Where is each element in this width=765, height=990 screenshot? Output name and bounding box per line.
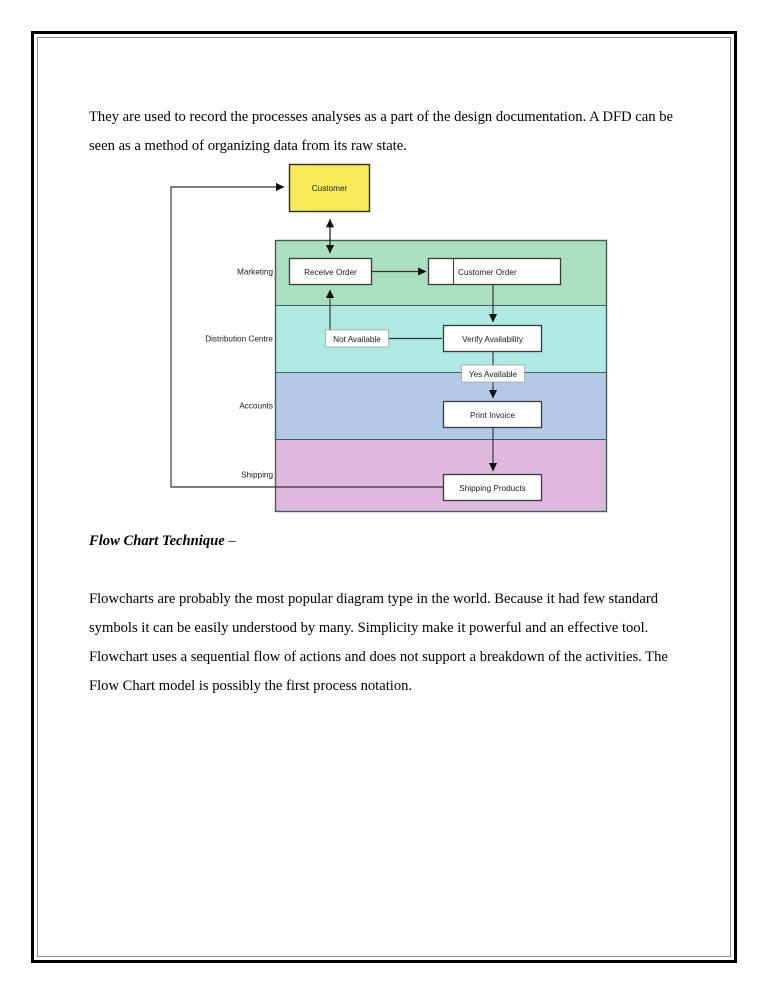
node-receive-order: Receive Order <box>288 257 373 286</box>
lane-label-marketing: Marketing <box>237 268 273 277</box>
lane-label-distribution-centre: Distribution Centre <box>205 335 273 344</box>
lane-accounts-band <box>275 372 607 440</box>
flowchart-paragraph: Flowcharts are probably the most popular… <box>89 590 668 694</box>
section-heading-text: Flow Chart Technique <box>89 533 225 549</box>
node-label-verify-availability: Verify Availability <box>462 335 524 344</box>
lane-distribution-centre-band <box>275 305 607 373</box>
node-shipping-products: Shipping Products <box>442 473 543 502</box>
lane-marketing-band <box>275 240 607 306</box>
edge-shipping-products-to-customer <box>170 182 443 488</box>
node-customer: Customer <box>288 163 371 213</box>
intro-paragraph: They are used to record the processes an… <box>89 108 673 154</box>
edge-label-not-available-group: Not Available <box>325 329 389 348</box>
section-heading-dash: – <box>224 533 236 549</box>
node-verify-availability: Verify Availability <box>442 324 543 353</box>
page-content: They are used to record the processes an… <box>34 34 740 966</box>
node-print-invoice: Print Invoice <box>442 400 543 429</box>
swimlane-outer-border <box>274 239 608 513</box>
page-border-frame: They are used to record the processes an… <box>31 31 737 963</box>
section-heading: Flow Chart Technique – <box>89 533 236 550</box>
page-border-inner-rule <box>37 37 731 957</box>
edge-label-not-available: Not Available <box>333 335 381 344</box>
node-label-shipping-products: Shipping Products <box>459 484 525 493</box>
node-label-receive-order: Receive Order <box>304 268 357 277</box>
edge-not-available <box>325 289 442 340</box>
lane-label-shipping: Shipping <box>241 471 273 480</box>
dfd-swimlane-diagram: Marketing Distribution Centre Accounts S… <box>34 34 740 966</box>
lane-label-accounts: Accounts <box>239 402 273 411</box>
lane-shipping-band <box>275 439 607 512</box>
edge-label-yes-available-group: Yes Available <box>461 364 525 383</box>
node-label-customer-order: Customer Order <box>458 268 517 277</box>
swimlane-container <box>274 239 608 513</box>
node-label-customer: Customer <box>312 184 348 193</box>
node-label-print-invoice: Print Invoice <box>470 411 515 420</box>
edge-label-yes-available: Yes Available <box>469 370 518 379</box>
node-customer-order-datastore: Customer Order <box>427 257 562 286</box>
